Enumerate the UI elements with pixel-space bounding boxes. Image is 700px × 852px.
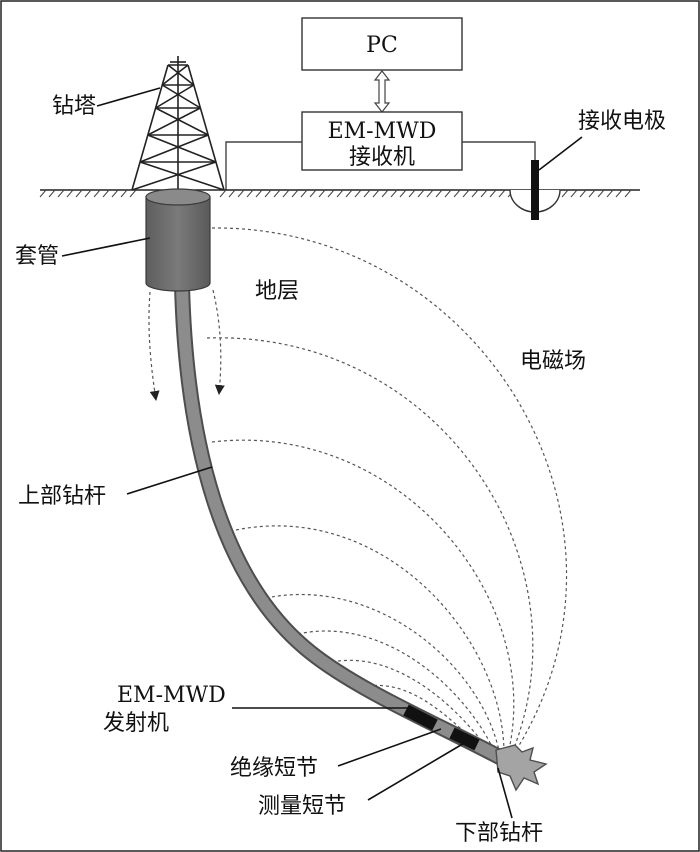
ground-hatch-mark	[597, 189, 605, 198]
ground-hatch-mark	[453, 189, 461, 198]
receiving-electrode-label: 接收电极	[578, 109, 666, 134]
casing-leakage-arrow-left	[148, 291, 160, 401]
ground-hatch-mark	[75, 189, 83, 198]
upper-drill-pipe-label: 上部钻杆	[18, 484, 106, 509]
ground-hatch-mark	[588, 189, 596, 198]
ground-hatch-mark	[327, 189, 335, 198]
ground-hatch-mark	[444, 189, 452, 198]
pc-label: PC	[366, 33, 398, 58]
formation-label: 地层	[255, 279, 299, 304]
ground-hatch-mark	[372, 189, 380, 198]
field-line	[211, 439, 515, 755]
ground-hatch-mark	[282, 189, 290, 198]
lower-drill-pipe-leader-line	[497, 767, 513, 819]
em-mwd-transmitter	[403, 704, 438, 731]
ground-hatch-mark	[237, 189, 245, 198]
field-line	[206, 337, 534, 754]
ground-hatch-mark	[84, 189, 92, 198]
ground-hatch-mark	[417, 189, 425, 198]
receiver-to-derrick-wire	[225, 141, 302, 190]
derrick-leader-line	[96, 87, 161, 107]
drill-string	[174, 284, 509, 768]
transmitter-label-line2: 发射机	[103, 711, 169, 736]
receiver-to-electrode-wire	[462, 141, 536, 162]
lower-drill-pipe-label: 下部钻杆	[455, 821, 543, 846]
ground-hatching	[39, 189, 632, 198]
ground-hatch-mark	[66, 189, 74, 198]
ground-hatch-mark	[462, 189, 470, 198]
ground-hatch-mark	[480, 189, 488, 198]
drill-bit	[495, 744, 548, 792]
casing-leakage-arrow-right	[212, 289, 225, 395]
em-mwd-receiver-box: EM-MWD 接收机	[301, 111, 463, 171]
ground-hatch-mark	[579, 189, 587, 198]
ground-hatch-mark	[435, 189, 443, 198]
ground-hatch-mark	[309, 189, 317, 198]
insulation-sub-leader-line	[337, 728, 442, 767]
upper-drill-pipe-leader-line	[126, 466, 213, 495]
ground-hatch-mark	[561, 189, 569, 198]
field-line	[297, 630, 498, 758]
insulation-sub-label: 绝缘短节	[230, 756, 318, 781]
ground-hatch-mark	[57, 189, 65, 198]
casing-leader-line	[61, 237, 151, 257]
ground-hatch-mark	[381, 189, 389, 198]
ground-hatch-mark	[363, 189, 371, 198]
ground-hatch-mark	[624, 189, 632, 198]
measurement-sub-label: 测量短节	[258, 794, 346, 819]
ground-hatch-mark	[120, 189, 128, 198]
ground-hatch-mark	[570, 189, 578, 198]
ground-hatch-mark	[273, 189, 281, 198]
ground-hatch-mark	[300, 189, 308, 198]
receiver-label-line1: EM-MWD	[328, 119, 437, 144]
ground-hatch-mark	[228, 189, 236, 198]
ground-hatch-mark	[498, 189, 506, 198]
em-field-label: 电磁场	[520, 349, 586, 374]
ground-hatch-mark	[345, 189, 353, 198]
ground-hatch-mark	[390, 189, 398, 198]
casing	[145, 188, 211, 292]
receiving-electrode-leader-line	[538, 136, 583, 171]
ground-hatch-mark	[606, 189, 614, 198]
ground-hatch-mark	[471, 189, 479, 198]
ground-hatch-mark	[93, 189, 101, 198]
ground-hatch-mark	[426, 189, 434, 198]
ground-hatch-mark	[264, 189, 272, 198]
ground-hatch-mark	[255, 189, 263, 198]
transmitter-label-line1: EM-MWD	[117, 683, 226, 708]
ground-hatch-mark	[354, 189, 362, 198]
ground-hatch-mark	[336, 189, 344, 198]
receiver-label-line2: 接收机	[349, 145, 415, 170]
field-line	[211, 227, 568, 753]
ground-hatch-mark	[291, 189, 299, 198]
ground-hatch-mark	[111, 189, 119, 198]
field-line	[235, 525, 505, 756]
field-line	[265, 593, 501, 757]
pc-box: PC	[301, 17, 463, 71]
ground-hatch-mark	[615, 189, 623, 198]
ground-hatch-mark	[129, 189, 137, 198]
ground-hatch-mark	[246, 189, 254, 198]
measurement-sub-leader-line	[367, 741, 467, 801]
ground-hatch-mark	[219, 189, 227, 198]
ground-hatch-mark	[318, 189, 326, 198]
receiving-electrode-rod	[531, 160, 539, 220]
ground-hatch-mark	[489, 189, 497, 198]
measurement-sub	[449, 727, 480, 751]
ground-hatch-mark	[102, 189, 110, 198]
derrick	[131, 56, 225, 191]
ground-hatch-mark	[399, 189, 407, 198]
casing-label: 套管	[15, 244, 59, 269]
ground-hatch-mark	[39, 189, 47, 198]
derrick-label: 钻塔	[52, 94, 96, 119]
ground-hatch-mark	[48, 189, 56, 198]
ground-hatch-mark	[408, 189, 416, 198]
